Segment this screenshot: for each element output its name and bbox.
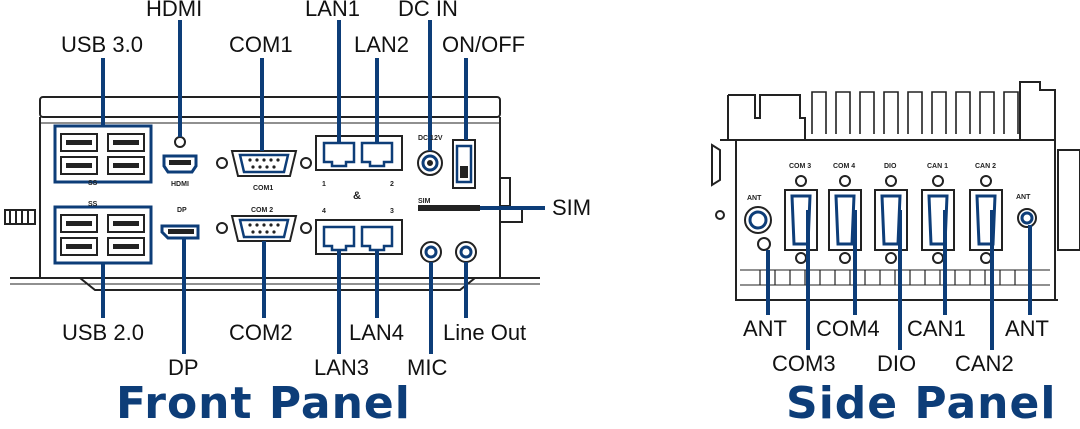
sim-slot [418,205,480,211]
label-lan1: LAN1 [305,0,361,21]
label-lan2: LAN2 [354,32,410,57]
silk-can1: CAN 1 [927,163,948,170]
power-switch [452,139,476,189]
silk-lan-n3: 3 [390,208,394,215]
label-lineout: Line Out [443,320,527,345]
label-dio: DIO [877,351,917,376]
side-db9-connectors [784,175,1003,264]
label-side-ant-left: ANT [743,316,787,341]
label-com3: COM3 [772,351,836,376]
dc-in-jack [417,150,443,176]
label-com2: COM2 [229,320,293,345]
usb30-ports [53,124,153,184]
com1-port [216,150,312,177]
label-usb30: USB 3.0 [61,32,143,57]
silk-lan-n1: 1 [322,181,326,188]
front-chassis [4,96,540,291]
lan-top-ports [315,135,403,171]
label-lan4: LAN4 [349,320,405,345]
silk-lan-n2: 2 [390,181,394,188]
side-vents [759,270,1031,285]
front-panel-title: Front Panel [116,378,411,429]
silk-dio: DIO [884,163,897,170]
label-usb20: USB 2.0 [62,320,144,345]
silk-ant-left: ANT [747,195,762,202]
label-mic: MIC [407,355,448,380]
silk-ant-right: ANT [1016,194,1031,201]
ss-mark-top: SS [88,180,98,187]
label-com1: COM1 [229,32,293,57]
hdmi-port [162,136,198,174]
label-lan3: LAN3 [314,355,370,380]
usb20-ports [53,205,153,265]
label-hdmi: HDMI [146,0,203,21]
side-chassis [711,81,1080,301]
side-ant-right-connector [1017,208,1037,228]
silk-lan-n4: 4 [322,208,326,215]
side-ant-left-connector [744,206,772,251]
silk-dp: DP [177,207,187,214]
label-can1: CAN1 [907,316,966,341]
silk-lan-amp: & [353,190,361,202]
label-dp: DP [168,355,199,380]
silk-sim: SIM [418,198,431,205]
label-onoff: ON/OFF [442,32,526,57]
silkscreen-text: SS SS HDMI COM1 COM 2 DP DC 12V SIM 1 2 … [88,135,1031,215]
side-panel-title: Side Panel [786,378,1057,429]
silk-dc: DC 12V [418,135,443,142]
heatsink-fins [811,91,1019,134]
label-side-ant-right: ANT [1005,316,1049,341]
label-dc-in: DC IN [398,0,458,21]
silk-com1: COM1 [253,185,273,192]
ss-mark-bottom: SS [88,201,98,208]
label-can2: CAN2 [955,351,1014,376]
dp-port [160,224,200,240]
label-sim: SIM [552,195,592,220]
audio-jacks [420,241,477,263]
silk-can2: CAN 2 [975,163,996,170]
com2-port [216,215,312,242]
lan-bottom-ports [315,219,403,255]
silk-hdmi: HDMI [171,181,189,188]
label-com4: COM4 [816,316,880,341]
silk-com2: COM 2 [251,207,273,214]
silk-com4: COM 4 [833,163,855,170]
leader-lines [101,20,1032,354]
silk-com3: COM 3 [789,163,811,170]
